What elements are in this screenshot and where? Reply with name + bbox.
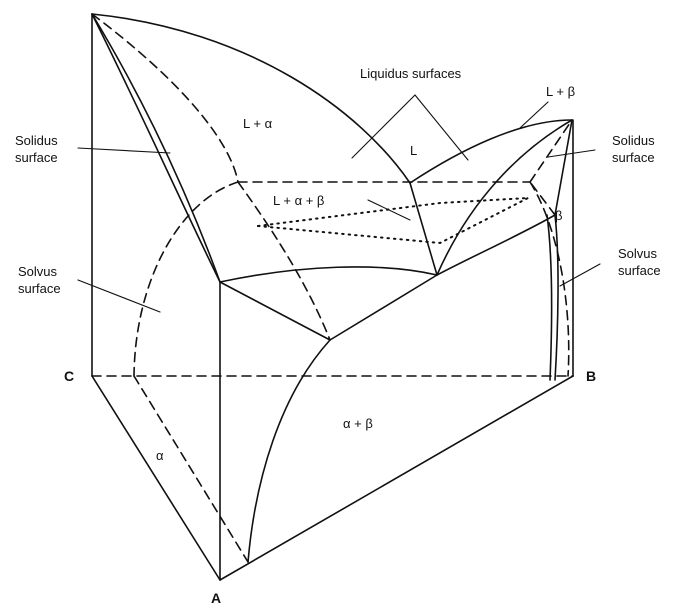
leader-l-plus-beta [519, 101, 549, 129]
label-l: L [410, 143, 417, 158]
label-solidus-left-2: surface [15, 150, 58, 165]
label-solvus-right-1: Solvus [618, 246, 658, 261]
prism-frame [91, 13, 574, 581]
label-l-plus-alpha: L + α [243, 116, 273, 131]
label-solidus-left-1: Solidus [15, 133, 58, 148]
leader-l-alpha-beta [367, 199, 411, 221]
label-l-alpha-beta: L + α + β [273, 193, 324, 208]
solvus-curve-front [247, 339, 331, 563]
label-corner-a: A [211, 590, 221, 606]
dotted-tie-lower [257, 197, 529, 244]
solidus-beta-edge [554, 119, 573, 216]
label-alpha-beta: α + β [343, 416, 373, 431]
solvus-line-beta [329, 274, 438, 341]
leader-solvus-right [559, 263, 601, 287]
three-phase-region [257, 197, 529, 244]
base-edge-a-b [219, 375, 574, 581]
hidden-beta-tie [529, 119, 573, 183]
leader-liquidus-right [414, 94, 469, 161]
hidden-solvus-base-alpha [133, 375, 249, 563]
eutectic-solidus-left [219, 266, 438, 283]
label-solvus-right-2: surface [618, 263, 661, 278]
hidden-beta-solvus-edge [529, 181, 556, 216]
solvus-line-alpha [219, 281, 331, 341]
hidden-solvus-alpha [133, 181, 239, 377]
leader-liquidus-left [351, 94, 416, 159]
hidden-solidus-alpha [91, 13, 239, 183]
base-edge-c-a [91, 375, 221, 581]
liquidus-alpha-curve [91, 13, 411, 184]
label-solidus-right-1: Solidus [612, 133, 655, 148]
label-solidus-right-2: surface [612, 150, 655, 165]
leader-solvus-left [77, 279, 161, 313]
liquidus-solidus-surfaces [91, 13, 573, 341]
label-beta: β [555, 208, 562, 223]
hidden-surfaces [91, 13, 573, 563]
dotted-tie-upper [257, 197, 529, 227]
hidden-beta-solvus [529, 181, 570, 377]
leader-solidus-left [77, 147, 171, 154]
label-l-plus-beta: L + β [546, 84, 575, 99]
leader-solidus-right [547, 149, 596, 158]
label-solvus-left-1: Solvus [18, 264, 58, 279]
label-corner-c: C [64, 368, 74, 384]
liquidus-valley-line [409, 182, 438, 276]
leader-lines [77, 94, 601, 313]
solidus-beta-left [436, 119, 573, 276]
label-alpha: α [156, 448, 164, 463]
solvus-beta-inner [546, 214, 553, 381]
label-corner-b: B [586, 368, 596, 384]
solidus-beta-right [436, 214, 556, 276]
labels: Liquidus surfaces L + β L + α L Solidus … [15, 66, 661, 606]
label-solvus-left-2: surface [18, 281, 61, 296]
hidden-alpha-to-solvus [237, 181, 331, 341]
label-liquidus-surfaces: Liquidus surfaces [360, 66, 462, 81]
solidus-alpha-outer [91, 13, 221, 283]
solvus-beta-front [554, 214, 559, 381]
liquidus-beta-curve [409, 119, 573, 184]
solvus-surfaces [247, 214, 559, 563]
